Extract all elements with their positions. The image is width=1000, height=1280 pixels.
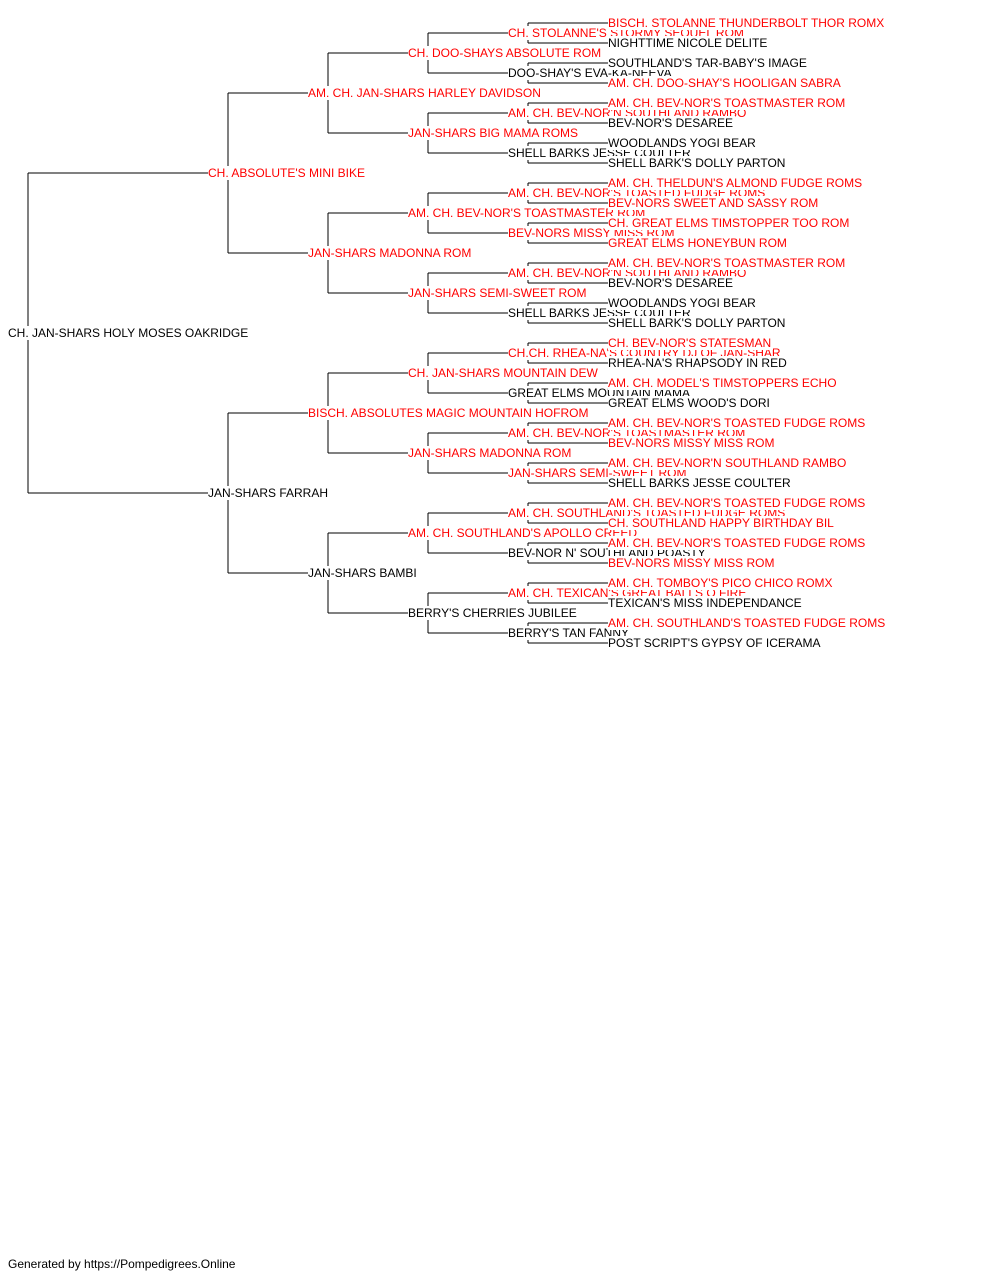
pedigree-name-gen5[interactable]: SOUTHLAND'S TAR-BABY'S IMAGE <box>608 56 809 70</box>
pedigree-name-gen5[interactable]: SHELL BARK'S DOLLY PARTON <box>608 316 788 330</box>
pedigree-name-gen5[interactable]: AM. CH. TOMBOY'S PICO CHICO ROMX <box>608 576 835 590</box>
pedigree-name-gen5[interactable]: BEV-NORS MISSY MISS ROM <box>608 556 777 570</box>
footer-credit: Generated by https://Pompedigrees.Online <box>8 1257 236 1271</box>
pedigree-name-gen5[interactable]: POST SCRIPT'S GYPSY OF ICERAMA <box>608 636 823 650</box>
pedigree-name-gen3[interactable]: BERRY'S CHERRIES JUBILEE <box>408 606 579 620</box>
pedigree-name-gen3[interactable]: JAN-SHARS SEMI-SWEET ROM <box>408 286 589 300</box>
pedigree-name-gen2[interactable]: BISCH. ABSOLUTES MAGIC MOUNTAIN HOFROM <box>308 406 591 420</box>
pedigree-name-gen5[interactable]: RHEA-NA'S RHAPSODY IN RED <box>608 356 789 370</box>
pedigree-name-gen5[interactable]: CH. BEV-NOR'S STATESMAN <box>608 336 774 350</box>
pedigree-name-gen5[interactable]: NIGHTTIME NICOLE DELITE <box>608 36 770 50</box>
pedigree-name-gen2[interactable]: JAN-SHARS MADONNA ROM <box>308 246 474 260</box>
pedigree-name-gen3[interactable]: AM. CH. SOUTHLAND'S APOLLO CREED <box>408 526 640 540</box>
pedigree-name-gen2[interactable]: JAN-SHARS BAMBI <box>308 566 419 580</box>
pedigree-name-gen5[interactable]: BEV-NORS MISSY MISS ROM <box>608 436 777 450</box>
pedigree-name-gen2[interactable]: AM. CH. JAN-SHARS HARLEY DAVIDSON <box>308 86 543 100</box>
pedigree-name-gen3[interactable]: JAN-SHARS BIG MAMA ROMS <box>408 126 581 140</box>
pedigree-name-gen5[interactable]: CH. SOUTHLAND HAPPY BIRTHDAY BIL <box>608 516 836 530</box>
pedigree-name-gen0[interactable]: CH. JAN-SHARS HOLY MOSES OAKRIDGE <box>8 326 251 340</box>
pedigree-name-gen5[interactable]: AM. CH. BEV-NOR'S TOASTMASTER ROM <box>608 96 848 110</box>
pedigree-name-gen5[interactable]: BEV-NOR'S DESAREE <box>608 116 735 130</box>
pedigree-name-gen5[interactable]: CH. GREAT ELMS TIMSTOPPER TOO ROM <box>608 216 852 230</box>
pedigree-name-gen3[interactable]: CH. DOO-SHAYS ABSOLUTE ROM <box>408 46 604 60</box>
pedigree-name-gen5[interactable]: BEV-NORS SWEET AND SASSY ROM <box>608 196 821 210</box>
pedigree-name-gen4[interactable]: BERRY'S TAN FANNY <box>508 626 631 640</box>
pedigree-name-gen1[interactable]: JAN-SHARS FARRAH <box>208 486 331 500</box>
pedigree-name-gen5[interactable]: AM. CH. MODEL'S TIMSTOPPERS ECHO <box>608 376 839 390</box>
pedigree-name-gen5[interactable]: BEV-NOR'S DESAREE <box>608 276 735 290</box>
pedigree-name-gen5[interactable]: SHELL BARK'S DOLLY PARTON <box>608 156 788 170</box>
pedigree-name-gen3[interactable]: CH. JAN-SHARS MOUNTAIN DEW <box>408 366 600 380</box>
pedigree-name-gen5[interactable]: AM. CH. BEV-NOR'N SOUTHLAND RAMBO <box>608 456 849 470</box>
pedigree-name-gen5[interactable]: AM. CH. BEV-NOR'S TOASTED FUDGE ROMS <box>608 416 868 430</box>
pedigree-name-gen3[interactable]: JAN-SHARS MADONNA ROM <box>408 446 574 460</box>
pedigree-name-gen5[interactable]: GREAT ELMS WOOD'S DORI <box>608 396 772 410</box>
pedigree-name-gen5[interactable]: GREAT ELMS HONEYBUN ROM <box>608 236 789 250</box>
pedigree-name-gen5[interactable]: WOODLANDS YOGI BEAR <box>608 136 758 150</box>
pedigree-name-gen5[interactable]: AM. CH. BEV-NOR'S TOASTED FUDGE ROMS <box>608 496 868 510</box>
pedigree-name-gen5[interactable]: AM. CH. SOUTHLAND'S TOASTED FUDGE ROMS <box>608 616 888 630</box>
pedigree-name-gen1[interactable]: CH. ABSOLUTE'S MINI BIKE <box>208 166 367 180</box>
pedigree-name-gen3[interactable]: AM. CH. BEV-NOR'S TOASTMASTER ROM <box>408 206 648 220</box>
pedigree-name-gen5[interactable]: TEXICAN'S MISS INDEPENDANCE <box>608 596 804 610</box>
pedigree-name-gen5[interactable]: WOODLANDS YOGI BEAR <box>608 296 758 310</box>
pedigree-name-gen5[interactable]: AM. CH. BEV-NOR'S TOASTED FUDGE ROMS <box>608 536 868 550</box>
pedigree-name-gen5[interactable]: AM. CH. THELDUN'S ALMOND FUDGE ROMS <box>608 176 865 190</box>
pedigree-name-gen5[interactable]: AM. CH. DOO-SHAY'S HOOLIGAN SABRA <box>608 76 843 90</box>
pedigree-name-gen5[interactable]: AM. CH. BEV-NOR'S TOASTMASTER ROM <box>608 256 848 270</box>
pedigree-name-gen5[interactable]: BISCH. STOLANNE THUNDERBOLT THOR ROMX <box>608 16 887 30</box>
pedigree-name-gen5[interactable]: SHELL BARKS JESSE COULTER <box>608 476 793 490</box>
